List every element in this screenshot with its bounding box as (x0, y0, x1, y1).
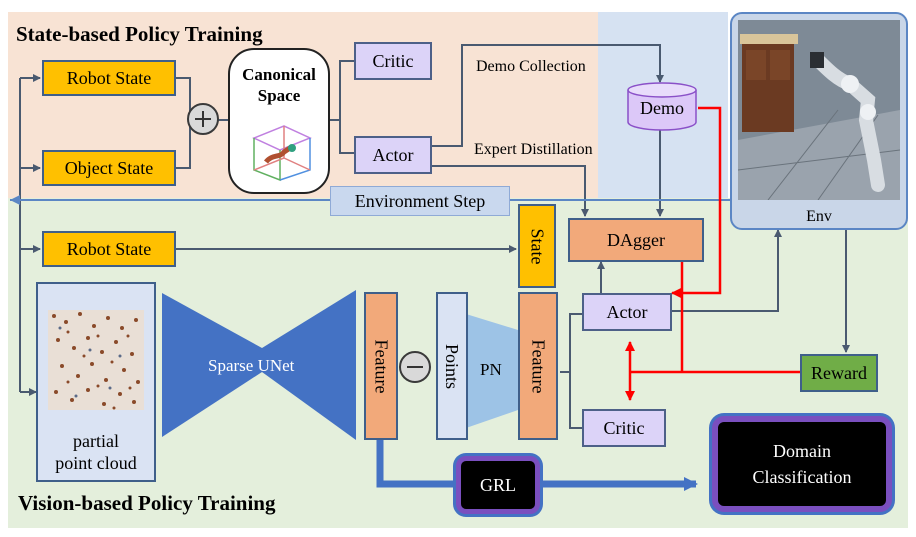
demo-label: Demo (640, 98, 684, 118)
demo-cylinder: Demo (626, 82, 698, 131)
dagger-box: DAgger (568, 218, 704, 262)
sparse-unet-label: Sparse UNet (208, 356, 295, 375)
grl-box: GRL (456, 456, 540, 514)
expert-distillation-label: Expert Distillation (474, 141, 593, 158)
demo-collection-label: Demo Collection (476, 58, 586, 75)
environment-step-bar: Environment Step (330, 186, 510, 216)
critic-box-vision: Critic (582, 409, 666, 447)
pn-label: PN (480, 360, 502, 379)
point-cloud-icon (48, 310, 144, 410)
actor-box-vision: Actor (582, 293, 672, 331)
robot-scene-icon (738, 20, 900, 200)
feature-right-label: Feature (528, 339, 549, 393)
canonical-space-box: Canonical Space (228, 48, 330, 194)
points-box: Points (436, 292, 468, 440)
reward-box: Reward (800, 354, 878, 392)
robot-state-box: Robot State (42, 60, 176, 96)
state-box: State (518, 204, 556, 288)
minus-circle-icon (399, 351, 431, 383)
canonical-cube-icon (252, 125, 312, 182)
domain-classification-box: Domain Classification (712, 416, 892, 512)
plus-circle-icon (187, 103, 219, 135)
points-label: Points (442, 343, 463, 389)
state-training-title: State-based Policy Training (16, 22, 263, 46)
state-label: State (527, 228, 548, 264)
point-cloud-panel: partial point cloud (36, 282, 156, 482)
vision-training-title: Vision-based Policy Training (18, 491, 276, 515)
feature-left-label: Feature (371, 339, 392, 393)
object-state-box: Object State (42, 150, 176, 186)
critic-box-state: Critic (354, 42, 432, 80)
actor-box-state: Actor (354, 136, 432, 174)
feature-box-left: Feature (364, 292, 398, 440)
cylinder-icon (627, 82, 697, 131)
robot-state-box-vision: Robot State (42, 231, 176, 267)
env-panel: Env (730, 12, 908, 230)
feature-box-right: Feature (518, 292, 558, 440)
partial-point-cloud-label: partial point cloud (55, 431, 137, 473)
env-label: Env (806, 208, 832, 225)
canonical-space-label: Canonical Space (242, 65, 316, 105)
